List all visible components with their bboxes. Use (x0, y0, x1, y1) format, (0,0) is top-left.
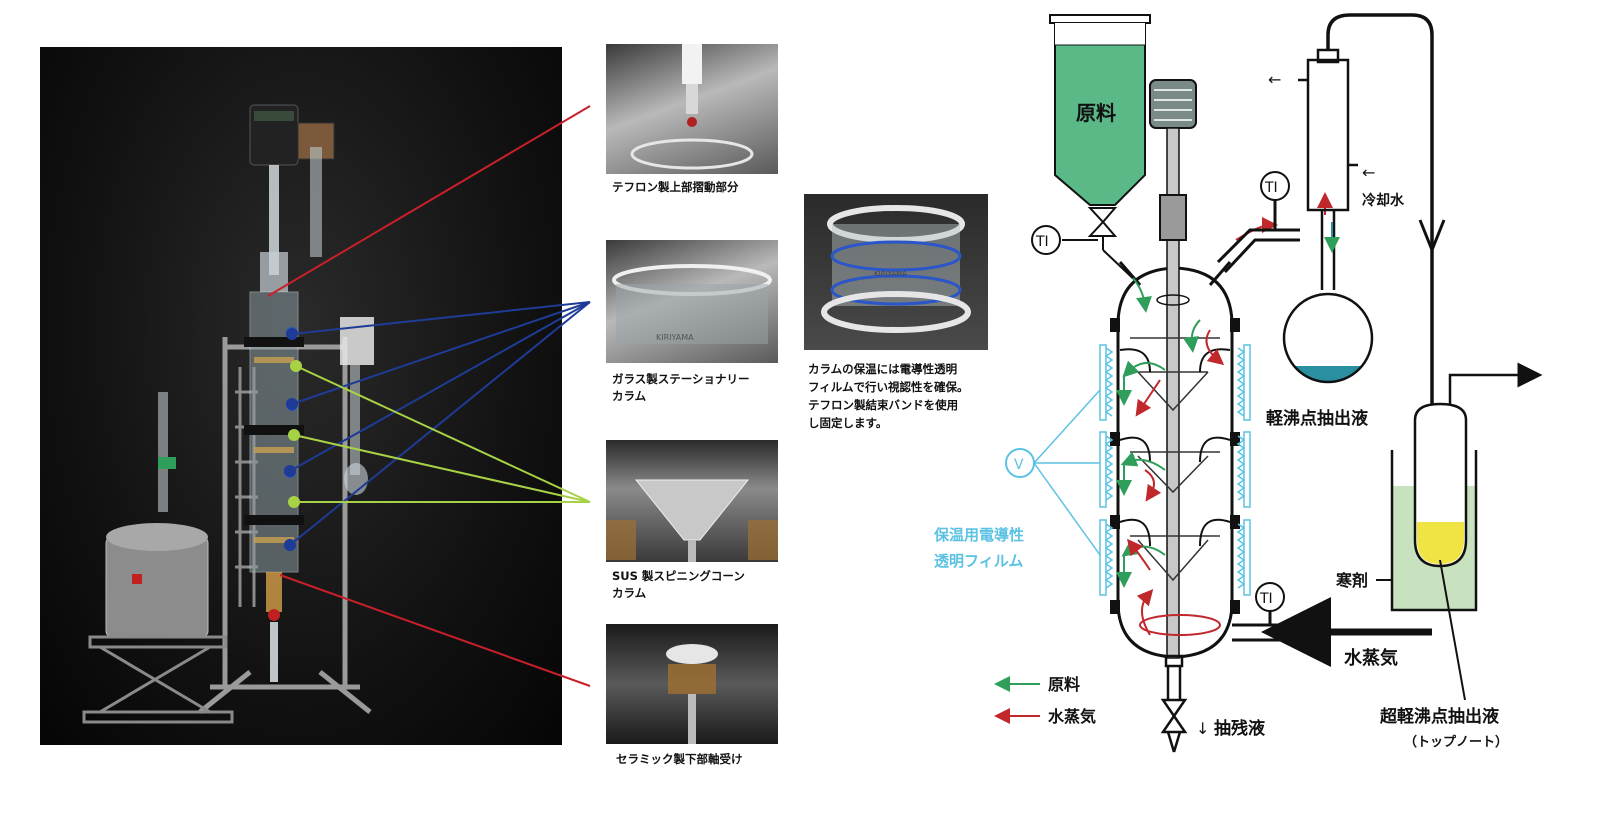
upper-seal-illustration (630, 44, 754, 170)
receiver-flask (1282, 292, 1374, 384)
shaft-seal (1159, 194, 1187, 241)
steam-label: 水蒸気 (1344, 647, 1398, 669)
green-callouts (293, 365, 591, 503)
insulation-film-illustration: KIRIYAMA (821, 205, 971, 333)
feed-label: 原料 (1076, 101, 1116, 125)
photo-insulation-film: KIRIYAMA (804, 194, 988, 350)
column-clamps (244, 337, 304, 525)
top-note-label: （トップノート） (1404, 734, 1508, 750)
ti-gauge-steam (1255, 582, 1285, 612)
thumb-ceramic-bearing (606, 624, 778, 744)
light-fraction-label: 軽沸点抽出液 (1266, 408, 1368, 429)
brand-mark: KIRIYAMA (656, 333, 694, 342)
residue-arrow-glyph: ↓ (1196, 719, 1209, 738)
legend-steam-label: 水蒸気 (1048, 707, 1096, 726)
steam-distributor (1139, 614, 1221, 636)
caption-spinning-cone: SUS 製スピニングコーン カラム (612, 569, 745, 600)
feed-flow-arrows (1116, 277, 1201, 588)
coolant-label: 寒剤 (1335, 571, 1368, 590)
reactor-illustration (82, 104, 374, 724)
caption-insulation-film: カラムの保温には電導性透明 フィルムで行い視認性を確保。 テフロン製結束バンドを… (808, 362, 969, 430)
caption-upper-seal: テフロン製上部摺動部分 (612, 180, 739, 194)
voltage-gauge (1005, 448, 1035, 478)
film-label-line2: 透明フィルム (934, 552, 1023, 570)
residue-label: 抽残液 (1214, 718, 1265, 739)
svg-text:←: ← (1362, 163, 1375, 182)
vacuum-line (1326, 13, 1434, 445)
legend-feed-label: 原料 (1048, 675, 1080, 694)
thumb-spinning-cone (606, 440, 778, 562)
caption-ceramic-bearing: セラミック製下部軸受け (616, 752, 743, 766)
ti-label: TI (1259, 591, 1273, 607)
caption-glass-column: ガラス製ステーショナリー カラム (612, 372, 750, 403)
vapor-line (1216, 200, 1300, 274)
thumb-glass-column: KIRIYAMA (606, 240, 778, 363)
feed-valve (1087, 207, 1141, 286)
ti-gauge-vapor (1260, 171, 1290, 201)
glass-column-illustration: KIRIYAMA (612, 264, 772, 344)
lab-jack (82, 635, 234, 724)
v-callout (1033, 389, 1101, 556)
vacuum-outlet (1448, 362, 1543, 404)
shaft (1166, 127, 1180, 659)
insulation-film (1099, 344, 1251, 596)
trap-tube (1413, 402, 1468, 568)
ultra-light-label: 超軽沸点抽出液 (1380, 706, 1499, 727)
spinning-cones (1130, 337, 1220, 582)
cooling-water-label: 冷却水 (1362, 192, 1405, 209)
brand-mark: KIRIYAMA (874, 270, 907, 278)
spinning-cone-illustration (606, 479, 778, 562)
thumb-upper-seal (606, 44, 778, 174)
ti-gauge-feed (1031, 225, 1061, 255)
outlet-arrow-glyph: ← (1268, 70, 1281, 89)
column-flanges (1110, 318, 1240, 614)
red-callouts (267, 105, 591, 687)
ceramic-bearing-illustration (666, 644, 718, 744)
condenser (1298, 48, 1358, 290)
v-label: V (1014, 457, 1024, 473)
ti-label: TI (1035, 234, 1049, 250)
ti-label: TI (1264, 180, 1278, 196)
residue-drain (1160, 654, 1188, 753)
feed-vessel (1049, 14, 1151, 206)
film-label-line1: 保温用電導性 (933, 526, 1024, 544)
steam-inlet (1232, 610, 1280, 642)
